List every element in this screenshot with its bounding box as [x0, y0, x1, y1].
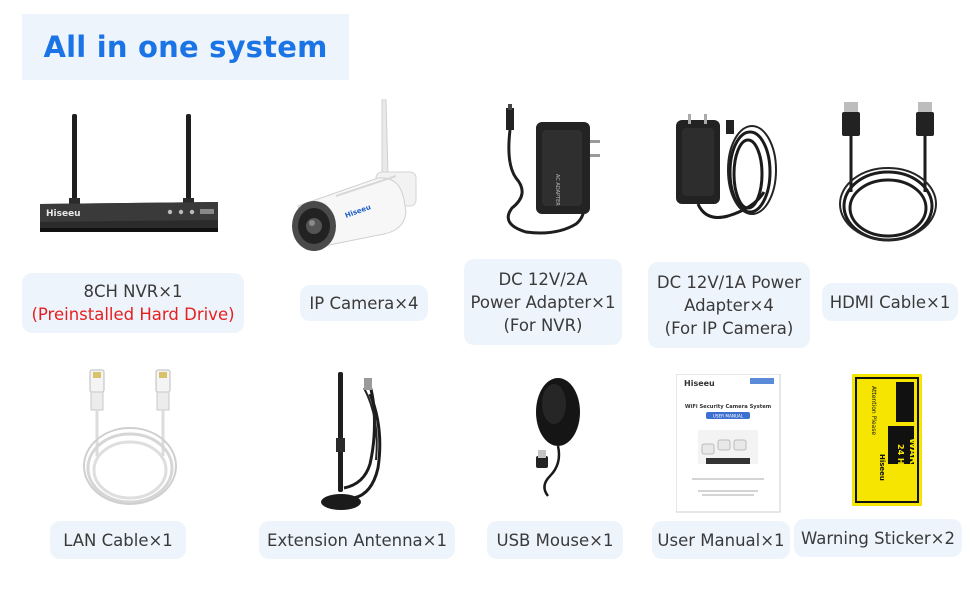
item-name: DC 12V/1A Power — [656, 272, 802, 292]
item-name-cont: Adapter×4 — [684, 295, 774, 315]
item-name: User Manual×1 — [657, 530, 785, 550]
svg-text:Hiseeu: Hiseeu — [878, 454, 886, 481]
item-note: (Preinstalled Hard Drive) — [31, 305, 235, 324]
item-note: (For NVR) — [503, 315, 583, 335]
item-note: (For IP Camera) — [664, 318, 794, 338]
item-name: USB Mouse×1 — [496, 530, 614, 550]
item-name: Extension Antenna×1 — [267, 530, 447, 550]
svg-text:Hiseeu: Hiseeu — [684, 379, 715, 388]
item-name: LAN Cable×1 — [63, 530, 173, 550]
item-label-power-adapter-nvr: DC 12V/2A Power Adapter×1 (For NVR) — [464, 259, 622, 345]
item-label-usb-mouse: USB Mouse×1 — [487, 521, 623, 559]
item-name: IP Camera×4 — [309, 293, 419, 313]
item-label-user-manual: User Manual×1 — [652, 521, 790, 559]
power-adapter-image: AC ADAPTER — [486, 104, 604, 244]
nvr-image: Hiseeu — [38, 108, 220, 236]
header-banner: All in one system — [22, 14, 349, 80]
item-name: 8CH NVR×1 — [83, 282, 183, 301]
ip-camera-image: Hiseeu — [288, 96, 428, 256]
hdmi-cable-image — [834, 102, 944, 244]
svg-text:USER MANUAL: USER MANUAL — [713, 414, 744, 419]
item-name: DC 12V/2A — [498, 269, 588, 289]
brand-logo: Hiseeu — [46, 209, 81, 219]
power-adapter-small-image — [668, 112, 778, 232]
usb-mouse-image — [520, 372, 590, 508]
item-name: HDMI Cable×1 — [829, 292, 951, 312]
antenna-image — [314, 368, 394, 514]
item-name: Warning Sticker×2 — [801, 528, 955, 548]
warning-sticker-image: WARNING 24 HOUR Attention Please Hiseeu — [852, 374, 924, 508]
svg-text:24 HOUR: 24 HOUR — [896, 444, 905, 484]
svg-text:WARNING: WARNING — [907, 438, 918, 493]
user-manual-image: Hiseeu WiFi Security Camera System USER … — [676, 374, 782, 514]
item-label-power-adapter-camera: DC 12V/1A Power Adapter×4 (For IP Camera… — [648, 262, 810, 348]
item-label-hdmi-cable: HDMI Cable×1 — [822, 283, 958, 321]
page-title: All in one system — [43, 30, 328, 64]
item-label-extension-antenna: Extension Antenna×1 — [259, 521, 455, 559]
item-label-warning-sticker: Warning Sticker×2 — [794, 519, 962, 557]
lan-cable-image — [78, 368, 188, 510]
item-name-cont: Power Adapter×1 — [470, 292, 616, 312]
svg-text:Attention Please: Attention Please — [870, 386, 877, 435]
svg-text:AC ADAPTER: AC ADAPTER — [554, 174, 560, 206]
item-label-nvr: 8CH NVR×1 (Preinstalled Hard Drive) — [22, 273, 244, 333]
item-label-ip-camera: IP Camera×4 — [300, 285, 428, 321]
svg-text:WiFi Security Camera System: WiFi Security Camera System — [685, 404, 771, 410]
item-label-lan-cable: LAN Cable×1 — [50, 521, 186, 559]
